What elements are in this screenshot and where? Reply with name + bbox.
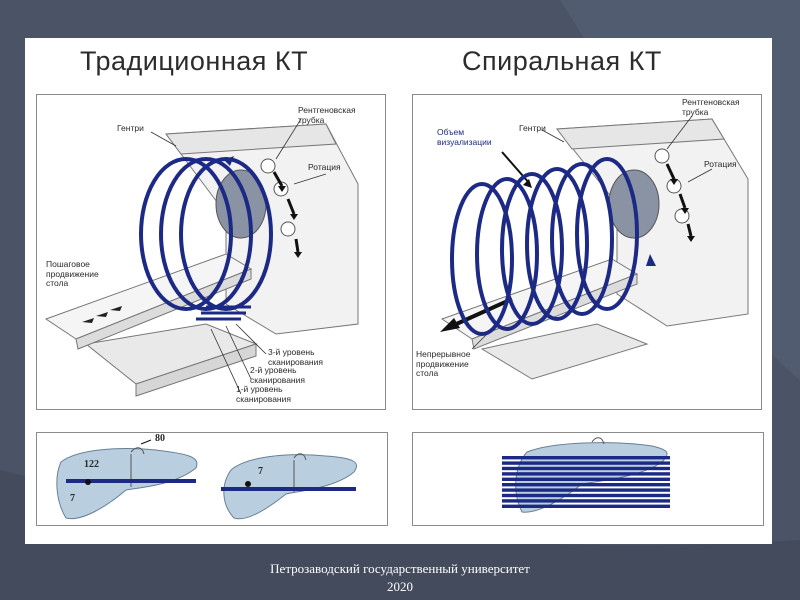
scan-stripe	[502, 466, 670, 471]
liver-label-7a: 7	[70, 493, 75, 504]
scan-stripe	[502, 499, 670, 503]
title-traditional-ct: Традиционная КТ	[80, 46, 309, 76]
label-table-continuous: Непрерывное продвижение стола	[416, 349, 471, 378]
label-volume: Объем визуализации	[437, 127, 492, 147]
liver-label-80: 80	[155, 433, 165, 444]
scan-stripe	[502, 461, 670, 465]
spiral-liver-slices	[502, 437, 670, 513]
scan-stripe	[502, 472, 670, 476]
scan-stripe	[502, 456, 670, 460]
label-xray-tube-right: Рентгеновская трубка	[682, 97, 740, 117]
label-level-3: 3-й уровень сканирования	[268, 347, 323, 367]
traditional-liver-slices	[56, 439, 358, 520]
label-gantry-right: Гентри	[519, 123, 546, 133]
label-gantry-left: Гентри	[117, 123, 144, 133]
scan-stripe	[502, 483, 670, 487]
label-xray-tube-left: Рентгеновская трубка	[298, 105, 356, 125]
footer-university: Петрозаводский государственный университ…	[270, 561, 530, 576]
label-rotation-left: Ротация	[308, 162, 341, 172]
label-level-1: 1-й уровень сканирования	[236, 384, 291, 404]
scan-stripe	[502, 504, 670, 508]
label-rotation-right: Ротация	[704, 159, 737, 169]
footer-year: 2020	[387, 579, 413, 594]
scan-stripe	[502, 488, 670, 492]
liver-label-7b: 7	[258, 466, 263, 477]
traditional-ct-illustration	[44, 118, 359, 397]
scan-stripe	[502, 477, 670, 481]
label-level-2: 2-й уровень сканирования	[250, 365, 305, 385]
label-table-step: Пошаговое продвижение стола	[46, 259, 99, 288]
title-spiral-ct: Спиральная КТ	[462, 46, 662, 76]
scan-stripe	[502, 493, 670, 498]
liver-label-122: 122	[84, 459, 99, 470]
spiral-ct-illustration	[440, 115, 749, 380]
